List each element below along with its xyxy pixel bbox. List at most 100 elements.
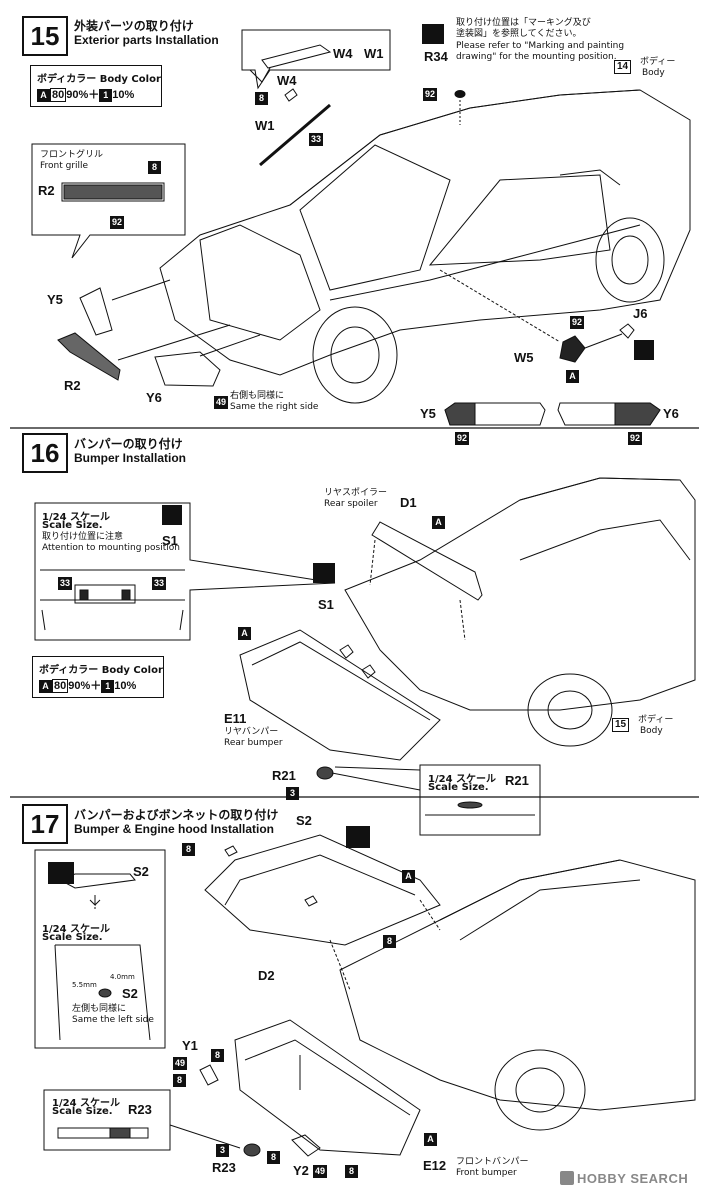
left-side-note-en: Same the left side xyxy=(72,1015,154,1025)
paint-ratio: 90%＋ xyxy=(68,680,102,692)
part-s1: S1 xyxy=(318,597,334,612)
body-label-en: Body xyxy=(640,726,663,736)
part-w4: W4 xyxy=(277,73,297,88)
watermark-logo-icon xyxy=(560,1171,574,1185)
scale-label-jp: 1/24 スケール xyxy=(52,1098,121,1109)
step-title-jp: 外装パーツの取り付け xyxy=(74,19,194,33)
part-w4-callout: W4 xyxy=(333,46,353,61)
part-e12: E12 xyxy=(423,1158,447,1173)
part-y5-lens: Y5 xyxy=(420,406,436,421)
front-grille-en: Front grille xyxy=(40,161,89,171)
scale-label-jp: 1/24 スケール xyxy=(42,512,111,523)
mounting-note-jp: 取り付け位置は「マーキング及び xyxy=(456,18,591,28)
front-bumper-en: Front bumper xyxy=(456,1168,517,1178)
paint-ratio: 90%＋ xyxy=(66,89,100,101)
step-title-en: Exterior parts Installation xyxy=(74,33,219,47)
badge: 49 xyxy=(173,1057,188,1070)
badge: 33 xyxy=(309,133,324,146)
left-side-note-jp: 左側も同様に xyxy=(72,1004,127,1014)
paint-number: 80 xyxy=(52,679,69,693)
scale-label-en: Scale Size. xyxy=(42,520,103,531)
paint-number: 80 xyxy=(50,88,67,102)
attention-en: Attention to mounting position xyxy=(42,543,180,553)
part-j6: J6 xyxy=(633,306,648,321)
paint-code-b: 1 xyxy=(99,89,113,102)
part-r21: R21 xyxy=(272,768,296,783)
badge: A xyxy=(432,516,445,529)
right-side-note-en: Same the right side xyxy=(230,402,319,412)
watermark: HOBBY SEARCH xyxy=(560,1171,688,1186)
scale-label-en: Scale Size. xyxy=(42,932,103,943)
body-color-title: ボディカラー Body Color xyxy=(39,665,163,676)
step-title-jp: バンパーの取り付け xyxy=(74,437,183,451)
step-ref-badge: 15 xyxy=(612,718,630,732)
part-w1: W1 xyxy=(255,118,275,133)
rear-bumper-en: Rear bumper xyxy=(224,738,283,748)
part-y6: Y6 xyxy=(146,390,162,405)
part-d1: D1 xyxy=(400,495,417,510)
badge: 49 xyxy=(313,1165,328,1178)
part-d2: D2 xyxy=(258,968,275,983)
part-s2: S2 xyxy=(296,813,312,828)
part-s1-inset: S1 xyxy=(162,533,178,548)
badge: 8 xyxy=(148,161,161,174)
badge: 92 xyxy=(455,432,470,445)
badge: A xyxy=(238,627,251,640)
badge: 8 xyxy=(383,935,396,948)
part-y2: Y2 xyxy=(293,1163,309,1178)
part-r23: R23 xyxy=(212,1160,236,1175)
badge: 33 xyxy=(152,577,167,590)
part-s2-scale: S2 xyxy=(122,986,138,1001)
step-title-en: Bumper & Engine hood Installation xyxy=(74,822,275,836)
part-y1: Y1 xyxy=(182,1038,198,1053)
scale-label-jp: 1/24 スケール xyxy=(42,924,111,935)
badge: 8 xyxy=(173,1074,186,1087)
scale-label-en: Scale Size. xyxy=(52,1106,113,1117)
badge: 8 xyxy=(255,92,268,105)
paint-code-a: A xyxy=(37,89,50,102)
mounting-note-jp: 塗装図」を参照してください。 xyxy=(456,29,582,39)
step-number: 15 xyxy=(22,16,68,56)
step-number: 16 xyxy=(22,433,68,473)
part-e11: E11 xyxy=(224,711,247,726)
badge: 92 xyxy=(110,216,125,229)
rear-spoiler-jp: リヤスポイラー xyxy=(324,488,388,498)
body-label-jp: ボディー xyxy=(640,57,676,67)
step-ref-badge: 14 xyxy=(614,60,632,74)
badge: 33 xyxy=(58,577,73,590)
front-bumper-jp: フロントバンパー xyxy=(456,1157,529,1167)
body-label-en: Body xyxy=(642,68,665,78)
paint-code-a: A xyxy=(39,680,52,693)
step-title-jp: バンパーおよびボンネットの取り付け xyxy=(74,808,279,822)
badge: 8 xyxy=(267,1151,280,1164)
scale-label-jp: 1/24 スケール xyxy=(428,774,497,785)
body-color-title: ボディカラー Body Color xyxy=(37,74,161,85)
step-title-en: Bumper Installation xyxy=(74,451,187,465)
step-number: 17 xyxy=(22,804,68,844)
badge: 8 xyxy=(345,1165,358,1178)
paint-ratio-b: 10% xyxy=(114,680,137,692)
rear-spoiler-en: Rear spoiler xyxy=(324,499,378,509)
part-w1-callout: W1 xyxy=(364,46,384,61)
badge: 8 xyxy=(182,843,195,856)
badge: 3 xyxy=(286,787,299,800)
body-label-jp: ボディー xyxy=(638,715,674,725)
badge: 92 xyxy=(423,88,438,101)
right-side-note-jp: 右側も同様に xyxy=(230,391,285,401)
part-r2: R2 xyxy=(64,378,81,393)
part-y5: Y5 xyxy=(47,292,63,307)
badge: A xyxy=(566,370,579,383)
paint-ratio-b: 10% xyxy=(112,89,135,101)
badge: 3 xyxy=(216,1144,229,1157)
mounting-note-en: Please refer to "Marking and painting xyxy=(456,41,625,51)
part-s2-inset: S2 xyxy=(133,864,149,879)
badge: 8 xyxy=(211,1049,224,1062)
dimension-label: 5.5mm xyxy=(72,981,97,989)
part-r23-inset: R23 xyxy=(128,1102,152,1117)
part-r2-grille: R2 xyxy=(38,183,55,198)
